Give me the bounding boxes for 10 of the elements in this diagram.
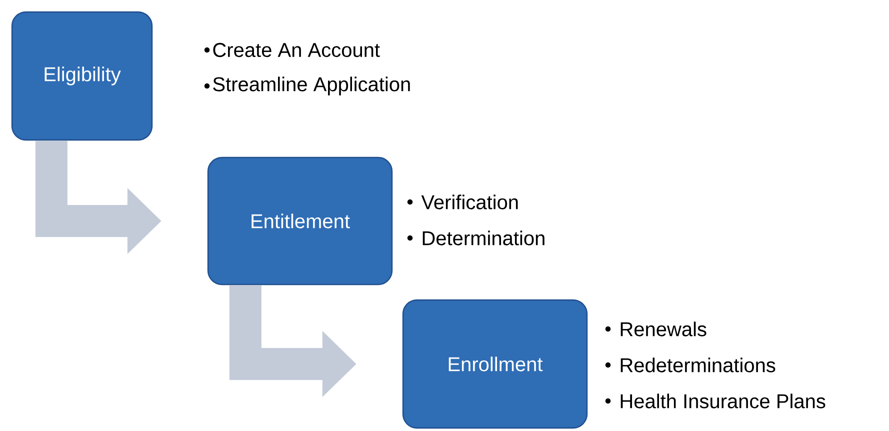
list-item: Renewals xyxy=(605,322,706,336)
process-box: Enrollment xyxy=(402,299,588,429)
process-box: Eligibility xyxy=(11,11,153,141)
list-item: Streamline Application xyxy=(204,76,410,96)
list-item: Health Insurance Plans xyxy=(605,394,826,408)
list-item: Create An Account xyxy=(204,42,380,58)
process-box: Entitlement xyxy=(207,156,393,286)
list-item: Verification xyxy=(407,194,518,210)
list-item: Determination xyxy=(407,230,544,246)
list-item: Redeterminations xyxy=(605,358,776,372)
